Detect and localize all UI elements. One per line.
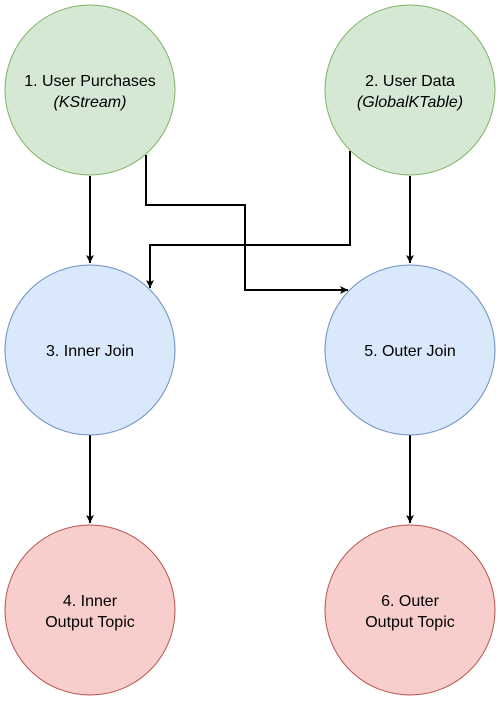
edge-user-purchases-to-outer-join [145,155,348,294]
node-user-purchases: 1. User Purchases (KStream) [4,4,176,176]
node-inner-output: 4. Inner Output Topic [4,524,176,696]
node-user-data-circle [324,4,496,176]
node-outer-join: 5. Outer Join [324,264,496,436]
node-user-purchases-title: 1. User Purchases [24,73,156,90]
node-user-purchases-circle [4,4,176,176]
node-user-data-type: (GlobalKTable) [357,94,463,111]
node-outer-join-circle [324,264,496,436]
node-outer-output-circle [324,524,496,696]
node-outer-output-title: 6. Outer [381,593,439,610]
node-inner-output-subtitle: Output Topic [45,614,135,631]
node-outer-output-subtitle: Output Topic [365,614,455,631]
edges [86,151,414,523]
node-inner-output-title: 4. Inner [63,593,118,610]
edge-user-data-to-inner-join [146,151,351,288]
node-outer-output: 6. Outer Output Topic [324,524,496,696]
node-inner-join-title: 3. Inner Join [46,343,134,360]
node-inner-join: 3. Inner Join [4,264,176,436]
node-user-data-title: 2. User Data [365,73,455,90]
node-inner-output-circle [4,524,176,696]
node-outer-join-title: 5. Outer Join [364,343,456,360]
node-user-data: 2. User Data (GlobalKTable) [324,4,496,176]
node-inner-join-circle [4,264,176,436]
node-user-purchases-type: (KStream) [54,94,127,111]
